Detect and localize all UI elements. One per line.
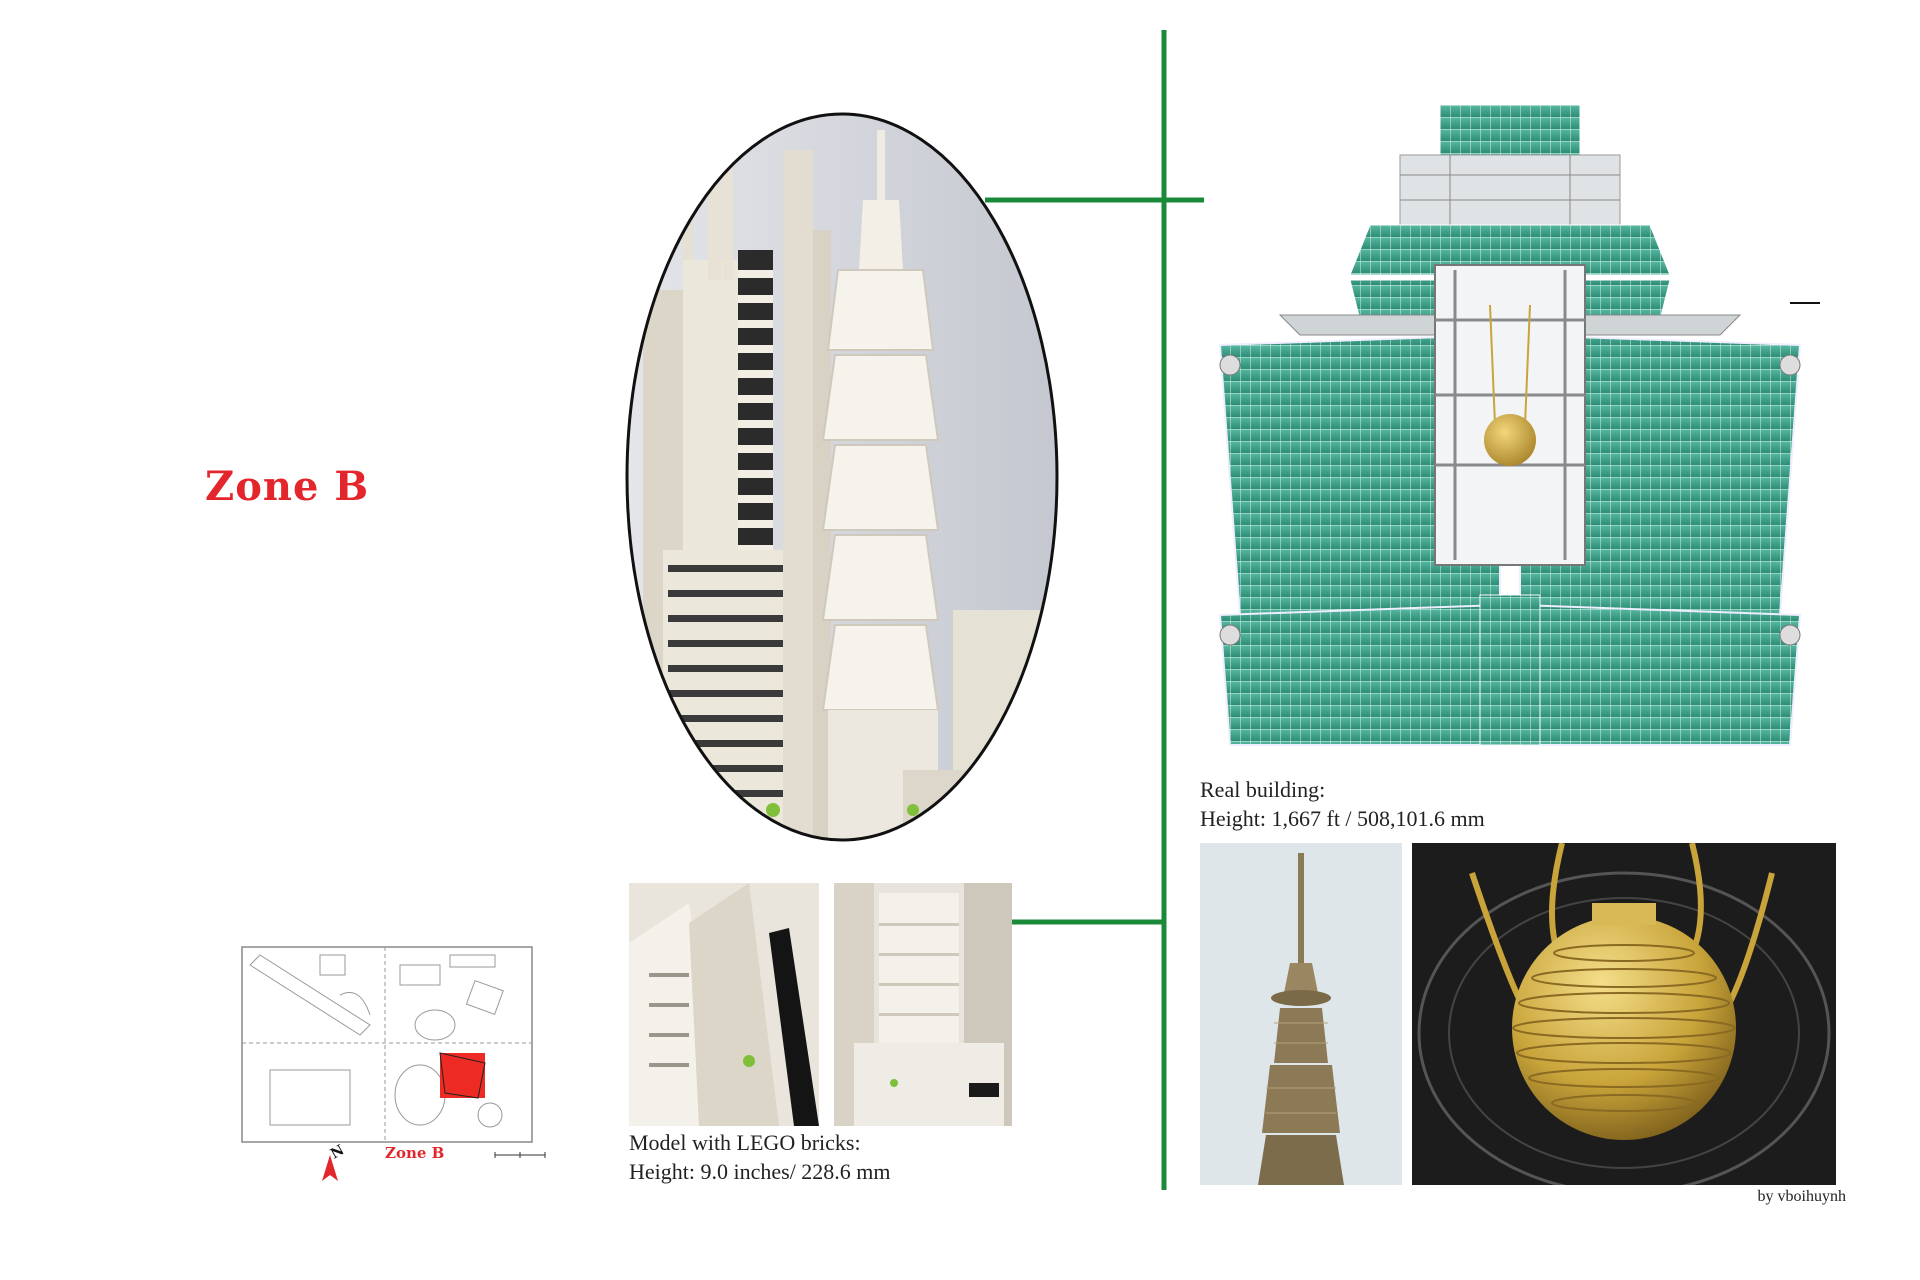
lego-detail-photo-1 — [629, 883, 819, 1126]
real-caption-title: Real building: — [1200, 777, 1326, 802]
real-caption-height: Height: 1,667 ft / 508,101.6 mm — [1200, 806, 1485, 831]
tower-exterior-photo — [1200, 843, 1402, 1185]
real-building-caption: Real building: Height: 1,667 ft / 508,10… — [1200, 775, 1485, 833]
lego-detail-photo-2 — [834, 883, 1012, 1126]
real-building-cutaway — [1218, 105, 1820, 746]
model-caption-height: Height: 9.0 inches/ 228.6 mm — [629, 1159, 891, 1184]
tuned-mass-damper-photo — [1412, 843, 1836, 1185]
map-zone-label: Zone B — [385, 1144, 444, 1162]
model-caption: Model with LEGO bricks: Height: 9.0 inch… — [629, 1128, 891, 1186]
lego-model-oval-photo — [625, 112, 1059, 842]
author-credit: by vboihuynh — [1757, 1188, 1846, 1205]
model-caption-title: Model with LEGO bricks: — [629, 1130, 861, 1155]
site-map: N Zone B — [241, 946, 546, 1181]
zone-title: Zone B — [205, 463, 370, 510]
